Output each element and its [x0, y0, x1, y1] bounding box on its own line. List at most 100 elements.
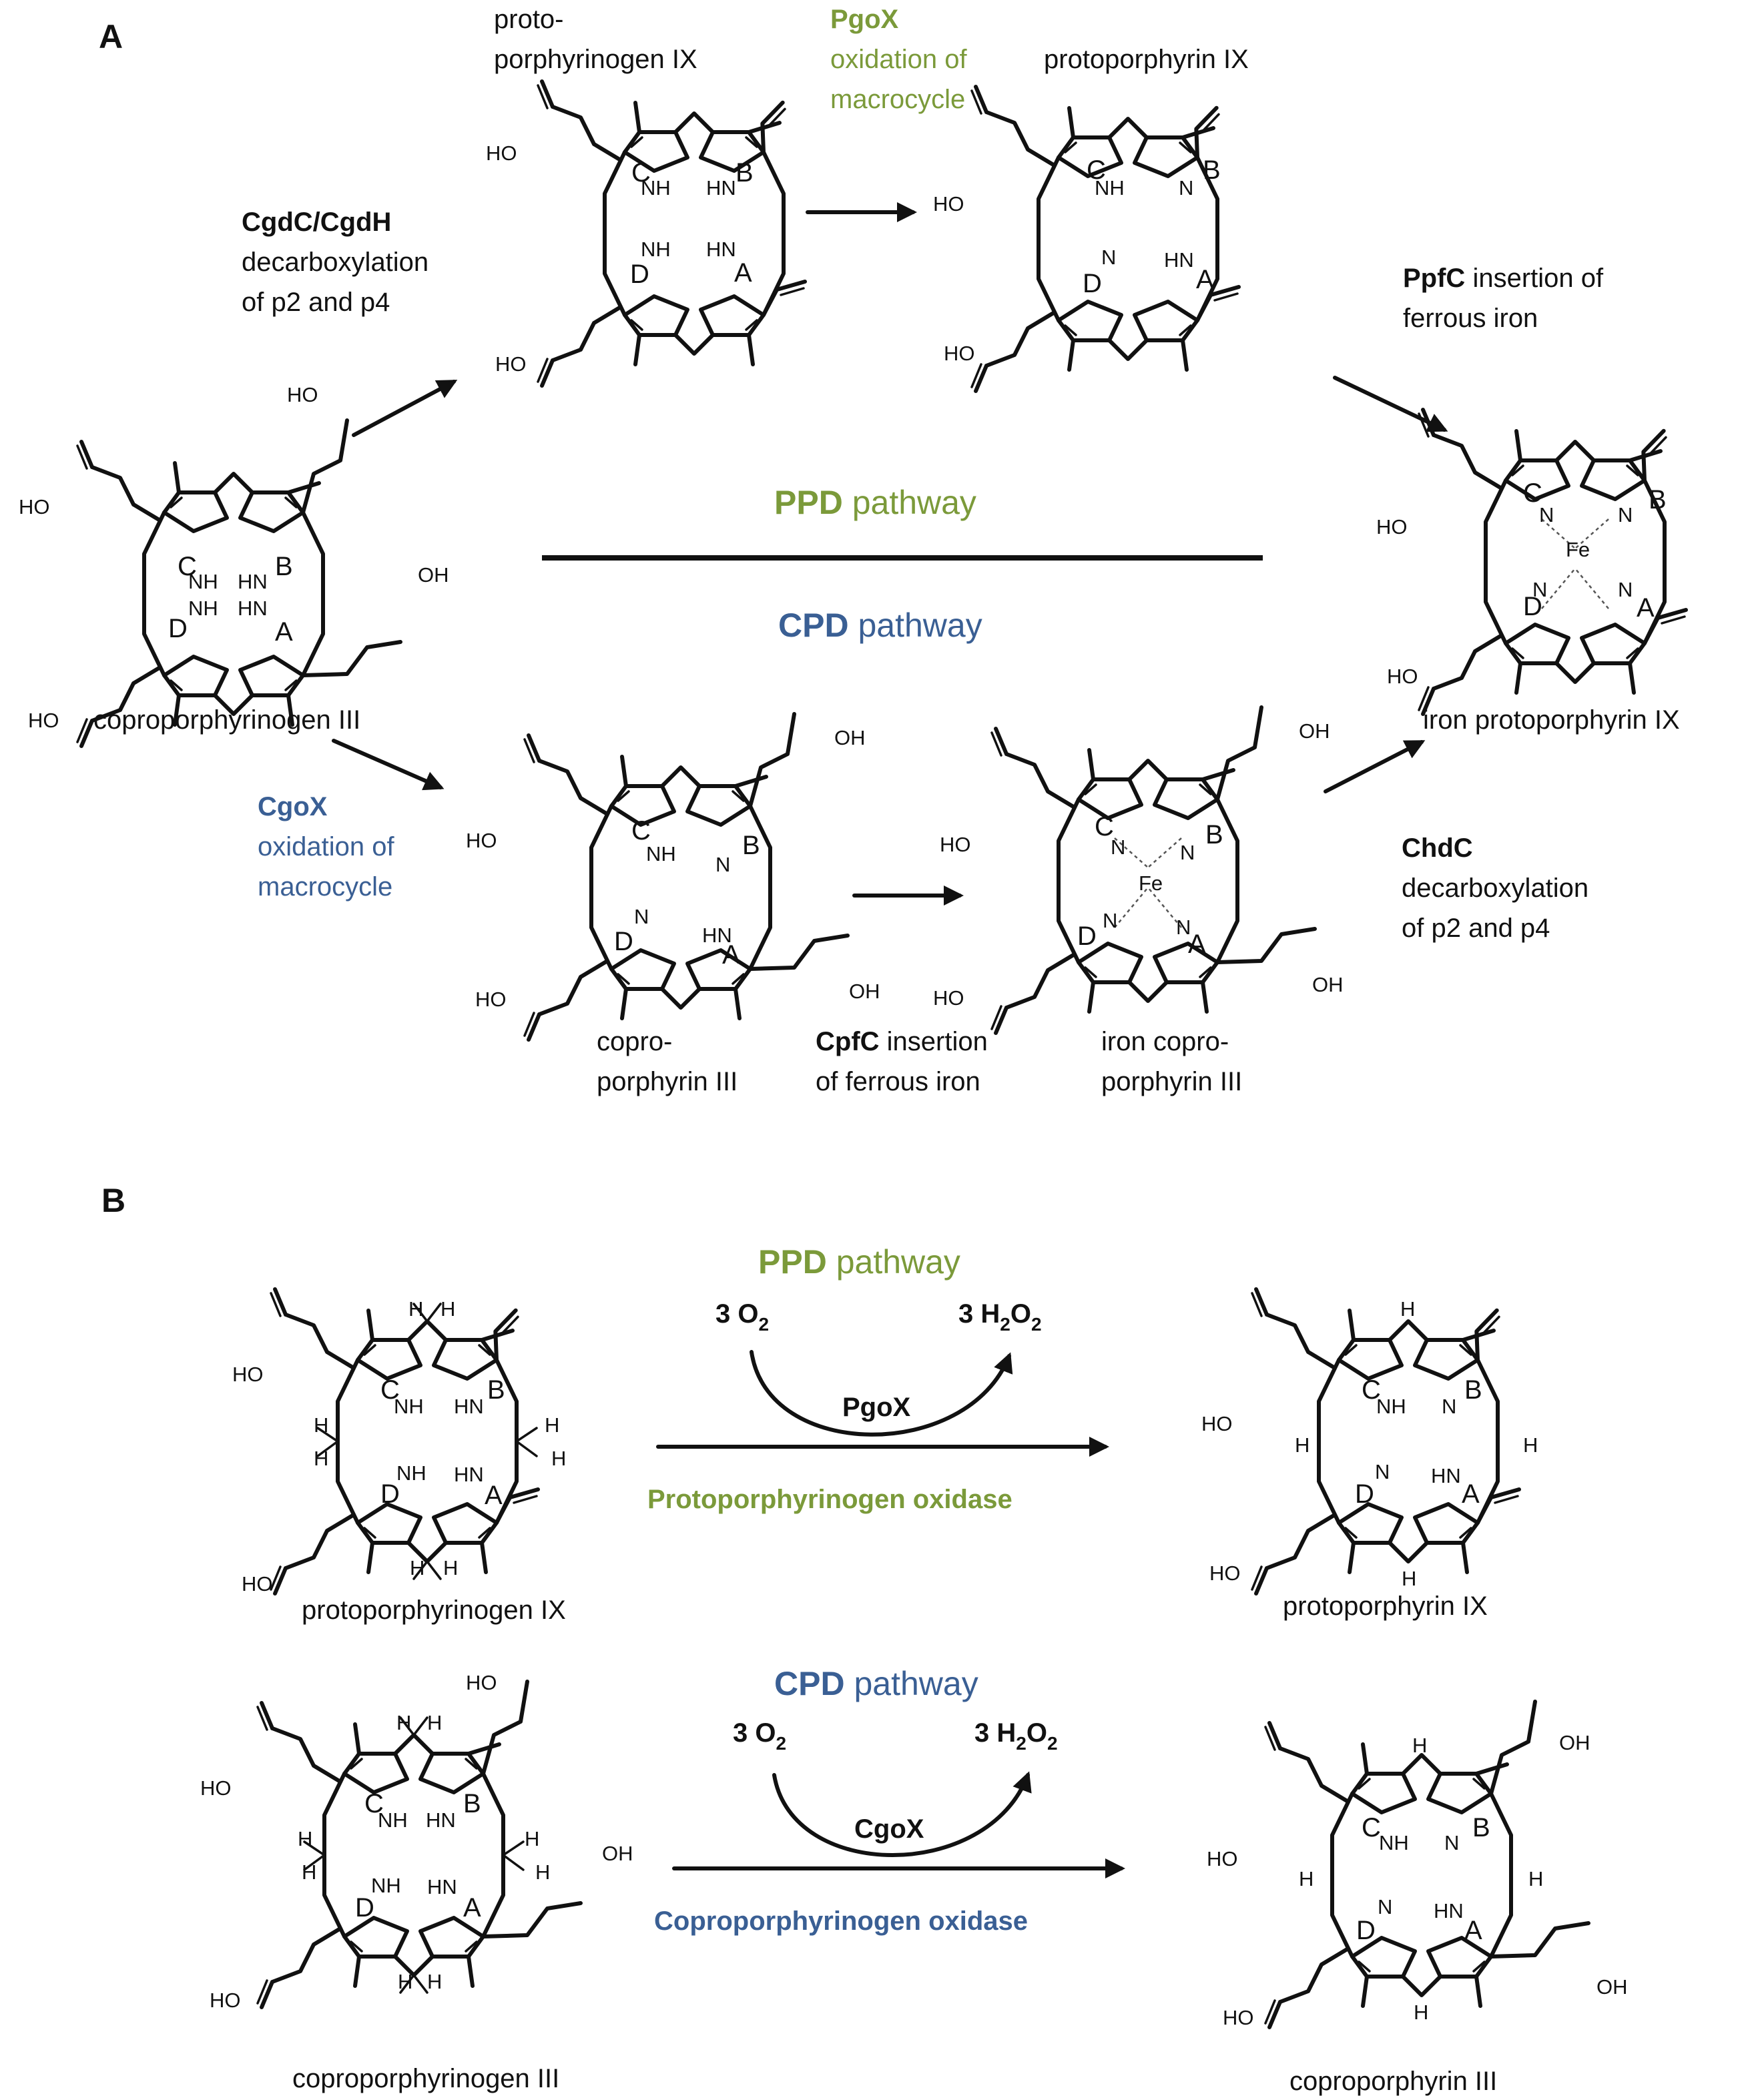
ho-atom: HO	[1207, 1847, 1238, 1870]
enzyme-cgox-line1: oxidation of	[258, 832, 394, 861]
ho-atom: HO	[495, 352, 527, 376]
h-atom: H	[1528, 1867, 1543, 1890]
ring-d-label: D	[1356, 1916, 1376, 1945]
enzyme-cpfc-line2: of ferrous iron	[816, 1067, 980, 1096]
n-atom: N	[1180, 841, 1195, 864]
h-atom: H	[525, 1827, 539, 1850]
h-atom: H	[1295, 1433, 1309, 1457]
nh-atom: NH	[188, 570, 218, 593]
h-atom: H	[302, 1860, 316, 1884]
oh-atom: OH	[1596, 1975, 1628, 1999]
label-iron-protoporphyrin-a: iron protoporphyrin IX	[1423, 705, 1680, 735]
h-atom: H	[314, 1447, 328, 1470]
label-coproporphyrinogen-b: coproporphyrinogen III	[292, 2064, 559, 2093]
nh-atom: NH	[641, 238, 671, 261]
hn-atom: HN	[454, 1395, 484, 1418]
cpd-pathway-label-a: CPD pathway	[778, 607, 982, 644]
n-atom: N	[1444, 1831, 1459, 1854]
nh-atom: NH	[371, 1874, 401, 1897]
hn-atom: HN	[702, 924, 732, 947]
ho-atom: HO	[232, 1363, 264, 1386]
ring-d-label: D	[380, 1479, 400, 1509]
ring-a-label: A	[1464, 1916, 1482, 1945]
label-protoporphyrinogen-line1: proto-	[494, 5, 564, 34]
molecule-coproporphyrin-a	[525, 712, 850, 1040]
o-text: O	[1027, 1718, 1047, 1748]
ho-atom: HO	[1387, 665, 1418, 688]
h-atom: H	[398, 1970, 412, 1993]
ring-b-label: B	[275, 552, 293, 581]
molecule-coproporphyrin-b	[1265, 1700, 1590, 2027]
label-coproporphyrinogen-a: coproporphyrinogen III	[93, 705, 360, 735]
cpd-abbr: CPD	[778, 607, 849, 644]
ring-b-label: B	[1205, 820, 1223, 849]
h-atom: H	[314, 1413, 328, 1437]
n-atom: N	[1179, 176, 1193, 200]
oh-atom: OH	[1312, 973, 1344, 996]
molecule-protoporphyrin-a	[972, 87, 1239, 391]
h-atom: H	[408, 1297, 423, 1321]
enzyme-cpfc-name: CpfC	[816, 1027, 880, 1056]
ring-a-label: A	[485, 1481, 503, 1510]
arrow-cgdc	[352, 380, 458, 437]
h-atom: H	[1412, 1734, 1427, 1757]
n-atom: N	[1375, 1460, 1390, 1483]
n-atom: N	[1111, 835, 1125, 859]
h-atom: H	[551, 1447, 566, 1470]
ho-atom: HO	[475, 988, 507, 1011]
enzyme-cgdc-line2: of p2 and p4	[242, 288, 390, 317]
ring-a-label: A	[1196, 265, 1214, 294]
ring-b-label: B	[1649, 485, 1667, 514]
h-text: 3 H	[958, 1299, 1000, 1329]
enzyme-ppfc-desc: insertion of	[1465, 264, 1604, 293]
h-atom: H	[1523, 1433, 1538, 1457]
ring-a-label: A	[1637, 593, 1655, 623]
oh-atom: OH	[1559, 1731, 1590, 1754]
h-subscript: 2	[1000, 1314, 1010, 1335]
ring-c-label: C	[631, 158, 651, 188]
ring-b-label: B	[1203, 155, 1221, 185]
ppd-curved-arrow	[750, 1350, 1013, 1437]
label-iron-coproporphyrin-line2: porphyrin III	[1101, 1067, 1242, 1096]
enzyme-cpfc-desc: insertion	[880, 1027, 988, 1056]
label-protoporphyrinogen-line2: porphyrinogen IX	[494, 45, 697, 74]
hn-atom: HN	[427, 1875, 457, 1898]
ring-d-label: D	[1355, 1479, 1374, 1509]
ring-b-label: B	[487, 1375, 505, 1405]
ring-c-label: C	[1362, 1813, 1381, 1842]
molecule-protoporphyrinogen-b	[271, 1289, 538, 1594]
label-coproporphyrin-b: coproporphyrin III	[1289, 2067, 1497, 2096]
cpd-reactant-o2: 3 O2	[733, 1718, 786, 1754]
h-atom: H	[427, 1970, 442, 1993]
ring-a-label: A	[1188, 930, 1206, 959]
ring-a-label: A	[275, 617, 293, 647]
nh-atom: NH	[378, 1808, 408, 1832]
h-atom: H	[298, 1827, 312, 1850]
h-atom: H	[1299, 1867, 1314, 1890]
ho-atom: HO	[200, 1776, 232, 1800]
o2-subscript: 2	[758, 1314, 769, 1335]
enzyme-cgox-name: CgoX	[258, 792, 328, 821]
ho-atom: HO	[1223, 2006, 1254, 2029]
h-atom: H	[1400, 1297, 1415, 1321]
ring-c-label: C	[364, 1789, 384, 1818]
ho-atom: HO	[933, 986, 964, 1010]
fe-atom: Fe	[1566, 538, 1590, 561]
molecule-coproporphyrinogen-b	[258, 1680, 583, 2007]
enzyme-pgox-line2: macrocycle	[830, 85, 965, 114]
cpd-enzyme-cgox: CgoX	[854, 1814, 924, 1844]
hn-atom: HN	[706, 176, 736, 200]
ring-d-label: D	[1077, 922, 1097, 951]
h-atom: H	[1402, 1567, 1416, 1590]
ho-atom: HO	[466, 1671, 497, 1694]
ho-atom: HO	[210, 1989, 241, 2012]
hn-atom: HN	[706, 238, 736, 261]
h-atom: H	[396, 1711, 411, 1734]
n-atom: N	[1103, 909, 1117, 932]
molecule-protoporphyrinogen-a	[538, 81, 805, 386]
enzyme-chdc-line2: of p2 and p4	[1402, 914, 1550, 943]
h-atom: H	[443, 1556, 458, 1580]
ppd-reactant-o2: 3 O2	[715, 1299, 769, 1335]
hn-atom: HN	[238, 597, 268, 620]
o-subscript: 2	[1031, 1314, 1042, 1335]
